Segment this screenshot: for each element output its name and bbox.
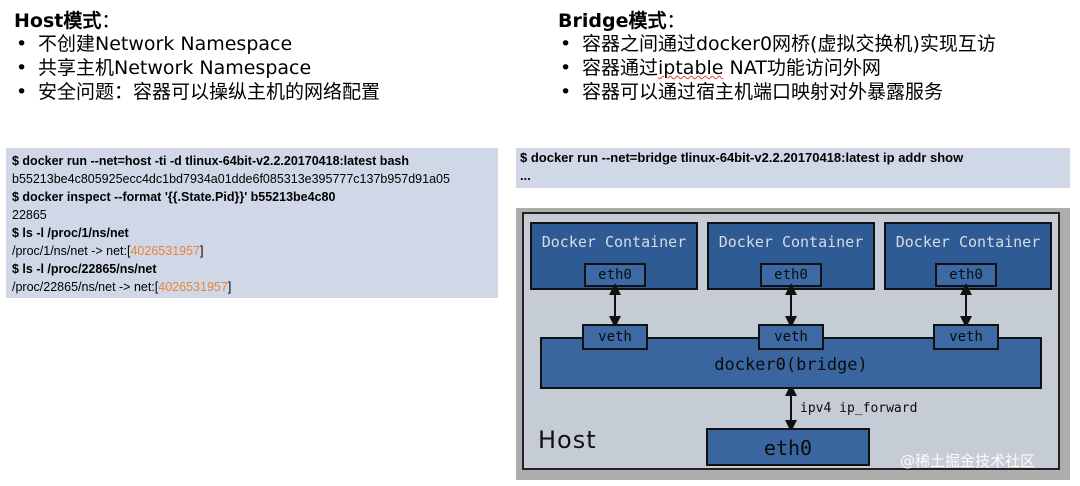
bridge-mode-title: Bridge模式： [558,6,685,33]
veth-interface: veth [758,324,824,350]
bullet-text: NAT功能访问外网 [723,57,881,79]
bridge-mode-bullets: 容器之间通过docker0网桥(虚拟交换机)实现互访 容器通过iptable N… [558,32,996,104]
bridge-code-panel: $ docker run --net=bridge tlinux-64bit-v… [516,148,1070,188]
host-bullet: 共享主机Network Namespace [14,56,380,80]
host-eth0: eth0 [706,428,870,466]
host-mode-title: Host模式： [14,6,120,33]
code-text: ] [200,244,204,258]
namespace-id: 4026531957 [158,280,228,294]
bridge-label: docker0(bridge) [714,355,868,375]
container-label: Docker Container [718,233,864,251]
bridge-bullet: 容器通过iptable NAT功能访问外网 [558,56,996,80]
host-bullet: 安全问题：容器可以操纵主机的网络配置 [14,80,380,104]
code-line: $ docker run --net=bridge tlinux-64bit-v… [520,150,964,165]
bridge-bullet: 容器可以通过宿主机端口映射对外暴露服务 [558,80,996,104]
code-line: 22865 [12,208,47,222]
host-eth0-label: eth0 [763,436,813,460]
watermark: @稀土掘金技术社区 [900,452,1036,470]
host-code-panel: $ docker run --net=host -ti -d tlinux-64… [6,148,498,298]
container-label: Docker Container [895,233,1041,251]
code-line: $ ls -l /proc/1/ns/net [12,226,129,240]
host-mode-title-text: Host模式 [14,10,102,32]
code-line: /proc/22865/ns/net -> net:[4026531957] [12,278,492,296]
code-text: ] [227,280,232,294]
code-line: /proc/1/ns/net -> net:[4026531957] [12,242,492,260]
container-label: Docker Container [541,233,687,251]
host-label: Host [538,426,597,454]
bullet-text: 容器通过 [582,57,659,79]
misspelling-mark: iptable [658,57,724,79]
host-bullet: 不创建Network Namespace [14,32,380,56]
code-line: $ ls -l /proc/22865/ns/net [12,262,157,276]
bridge-mode-title-colon: ： [666,10,686,32]
veth-interface: veth [933,324,999,350]
code-line: ... [520,168,531,183]
code-line: $ docker run --net=host -ti -d tlinux-64… [12,154,409,168]
code-text: /proc/22865/ns/net -> net:[ [12,280,159,294]
code-line: b55213be4c805925ecc4dc1bd7934a01dde6f085… [12,172,450,186]
diagram-connectors [609,283,972,432]
namespace-id: 4026531957 [130,244,201,258]
bridge-bullet: 容器之间通过docker0网桥(虚拟交换机)实现互访 [558,32,996,56]
host-mode-bullets: 不创建Network Namespace 共享主机Network Namespa… [14,32,380,104]
host-mode-title-colon: ： [101,10,121,32]
ip-forward-label: ipv4 ip_forward [800,401,918,416]
code-line: $ docker inspect --format '{{.State.Pid}… [12,190,336,204]
docker-container-2: Docker Container [707,222,875,290]
bridge-mode-title-text: Bridge模式 [558,10,667,32]
veth-interface: veth [582,324,648,350]
code-text: /proc/1/ns/net -> net:[ [12,244,131,258]
